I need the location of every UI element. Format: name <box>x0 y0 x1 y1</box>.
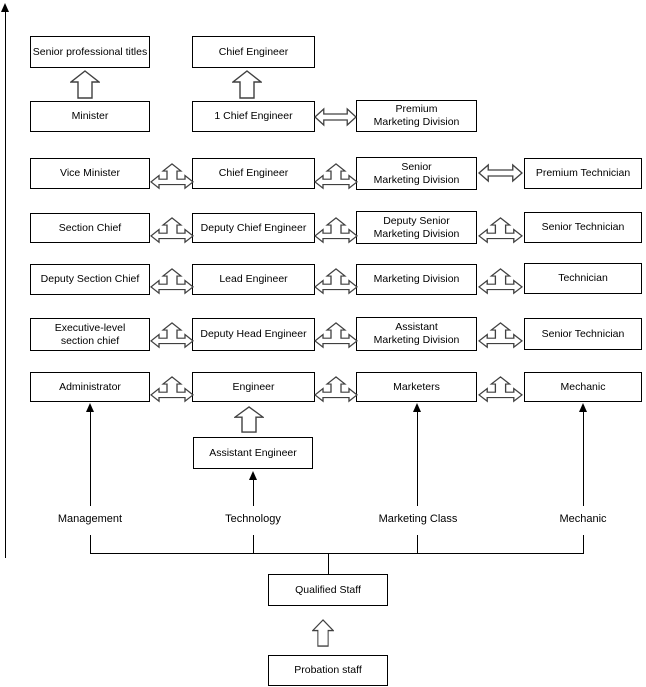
box-senior-technician-1: Senior Technician <box>524 212 642 243</box>
box-senior-marketing-division: Senior Marketing Division <box>356 157 477 190</box>
box-premium-technician: Premium Technician <box>524 158 642 189</box>
box-qualified-staff: Qualified Staff <box>268 574 388 606</box>
box-marketing-division: Marketing Division <box>356 264 477 295</box>
up-arrowhead-icon <box>85 403 94 412</box>
three-way-arrow-icon <box>150 268 194 295</box>
box-probation-staff: Probation staff <box>268 655 388 686</box>
category-label-marketing-class: Marketing Class <box>358 513 478 526</box>
box-senior-professional-titles: Senior professional titles <box>30 36 150 68</box>
box-assistant-marketing-division: Assistant Marketing Division <box>356 317 477 351</box>
box-minister: Minister <box>30 101 150 132</box>
management-line-lower <box>90 535 91 553</box>
technology-line-lower <box>253 535 254 553</box>
three-way-arrow-icon <box>478 322 523 349</box>
promotion-up-arrow-icon <box>234 406 264 433</box>
box-senior-technician-2: Senior Technician <box>524 318 642 350</box>
three-way-arrow-icon <box>150 163 194 190</box>
qualified-stub-line <box>328 553 329 574</box>
box-deputy-head-engineer: Deputy Head Engineer <box>192 318 315 351</box>
mechanic-line-lower <box>583 535 584 553</box>
three-way-arrow-icon <box>150 217 194 244</box>
three-way-arrow-icon <box>478 217 523 244</box>
box-chief-engineer-top: Chief Engineer <box>192 36 315 68</box>
three-way-arrow-icon <box>150 376 194 403</box>
axis-arrowhead-icon <box>1 3 9 12</box>
box-section-chief: Section Chief <box>30 213 150 243</box>
promotion-up-arrow-icon <box>312 619 334 647</box>
technology-line-upper <box>253 478 254 506</box>
box-technician: Technician <box>524 263 642 294</box>
box-assistant-engineer: Assistant Engineer <box>193 437 313 469</box>
mechanic-line-upper <box>583 410 584 506</box>
three-way-arrow-icon <box>478 268 523 295</box>
marketing-line-upper <box>417 410 418 506</box>
category-label-management: Management <box>30 513 150 526</box>
category-label-technology: Technology <box>193 513 313 526</box>
three-way-arrow-icon <box>314 163 358 190</box>
three-way-arrow-icon <box>314 217 358 244</box>
box-lead-engineer: Lead Engineer <box>192 264 315 295</box>
category-label-mechanic: Mechanic <box>523 513 643 526</box>
box-vice-minister: Vice Minister <box>30 158 150 189</box>
box-deputy-senior-marketing-division: Deputy Senior Marketing Division <box>356 211 477 244</box>
promotion-up-arrow-icon <box>70 70 100 99</box>
box-chief-engineer: Chief Engineer <box>192 158 315 189</box>
box-1-chief-engineer: 1 Chief Engineer <box>192 101 315 132</box>
up-arrowhead-icon <box>578 403 587 412</box>
bracket-line <box>90 553 584 554</box>
axis-line <box>5 11 6 558</box>
transfer-double-arrow-icon <box>314 104 357 130</box>
box-administrator: Administrator <box>30 372 150 402</box>
box-deputy-chief-engineer: Deputy Chief Engineer <box>192 213 315 243</box>
management-line-upper <box>90 410 91 506</box>
box-executive-level-section-chief: Executive-level section chief <box>30 318 150 351</box>
box-marketers: Marketers <box>356 372 477 402</box>
up-arrowhead-icon <box>412 403 421 412</box>
box-premium-marketing-division: Premium Marketing Division <box>356 100 477 132</box>
transfer-double-arrow-icon <box>478 160 523 186</box>
box-deputy-section-chief: Deputy Section Chief <box>30 264 150 295</box>
box-engineer: Engineer <box>192 372 315 402</box>
marketing-line-lower <box>417 535 418 553</box>
box-mechanic: Mechanic <box>524 372 642 402</box>
three-way-arrow-icon <box>314 268 358 295</box>
up-arrowhead-icon <box>248 471 257 480</box>
three-way-arrow-icon <box>314 322 358 349</box>
three-way-arrow-icon <box>150 322 194 349</box>
three-way-arrow-icon <box>314 376 358 403</box>
promotion-up-arrow-icon <box>232 70 262 99</box>
three-way-arrow-icon <box>478 376 523 403</box>
